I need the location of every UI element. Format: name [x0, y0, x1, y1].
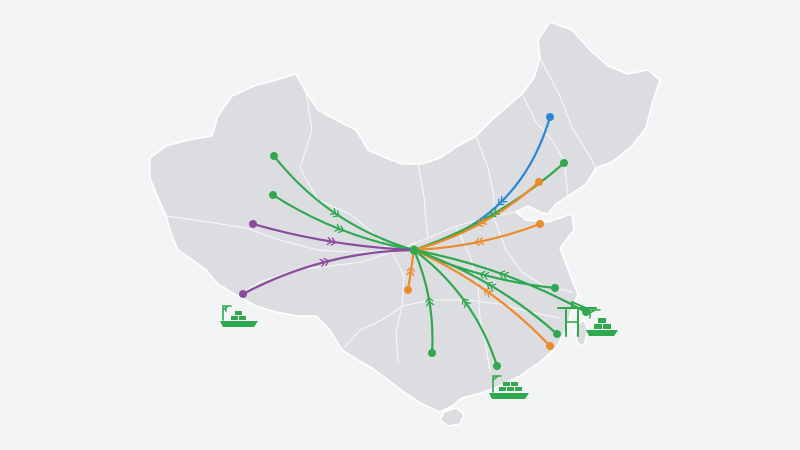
- container-stack-icon: [231, 311, 246, 320]
- china-mainland-shape: [149, 21, 661, 413]
- route-line-orange: [412, 222, 542, 252]
- container-stack-icon: [499, 382, 522, 391]
- direction-chevron-icon: [406, 266, 415, 277]
- hub-node: [409, 245, 419, 255]
- route-line-green: [272, 154, 416, 252]
- container-stack-icon: [589, 309, 611, 329]
- cargo-ship-icon: [489, 393, 529, 399]
- direction-chevron-icon: [486, 281, 497, 292]
- direction-chevron-icon: [326, 236, 337, 246]
- direction-chevron-icon: [497, 195, 508, 206]
- port-crane-icon: [222, 305, 232, 321]
- hainan-island-shape: [439, 407, 465, 427]
- origin-point-green: [553, 330, 561, 338]
- route-line-green: [412, 248, 588, 314]
- direction-chevron-icon: [425, 296, 435, 307]
- route-line-orange: [412, 248, 552, 348]
- origin-point-orange: [546, 342, 554, 350]
- direction-chevron-icon: [461, 298, 472, 309]
- origin-point-green: [560, 159, 568, 167]
- origin-point-green: [428, 349, 436, 357]
- route-line-purple: [251, 222, 416, 252]
- route-line-purple: [241, 248, 416, 296]
- direction-chevron-icon: [474, 236, 485, 246]
- direction-chevron-icon: [499, 270, 510, 280]
- origin-point-purple: [239, 290, 247, 298]
- taiwan-island-shape: [574, 319, 589, 347]
- route-line-green: [412, 248, 499, 368]
- direction-chevron-icon: [334, 223, 345, 234]
- direction-chevron-icon: [490, 207, 501, 218]
- origin-point-orange: [535, 178, 543, 186]
- province-borders: [165, 57, 597, 373]
- route-line-green: [271, 193, 416, 252]
- origin-point-green: [270, 152, 278, 160]
- origin-point-green: [493, 362, 501, 370]
- port-icon-south: [489, 375, 529, 399]
- origin-point-purple: [249, 220, 257, 228]
- origin-point-blue: [546, 113, 554, 121]
- origin-point-green: [269, 191, 277, 199]
- direction-chevron-icon: [477, 217, 488, 227]
- route-line-green: [412, 248, 434, 355]
- hub-point: [409, 245, 419, 255]
- origin-point-orange: [536, 220, 544, 228]
- route-line-green: [412, 248, 559, 336]
- port-icon-southwest: [220, 305, 258, 327]
- direction-chevron-icon: [479, 270, 490, 280]
- direction-chevron-icon: [319, 257, 330, 268]
- direction-chevron-icon: [329, 207, 340, 218]
- origin-point-orange: [404, 286, 412, 294]
- direction-chevron-icon: [483, 288, 494, 298]
- origin-point-green: [551, 284, 559, 292]
- route-line-green: [412, 161, 566, 252]
- cargo-ship-icon: [220, 321, 258, 327]
- country-land: [149, 21, 661, 427]
- port-icon-east: [557, 301, 618, 337]
- direction-markers: [319, 195, 510, 309]
- port-crane-icon: [492, 375, 502, 393]
- cargo-ship-icon: [586, 330, 618, 336]
- port-crane-icon: [557, 301, 597, 337]
- route-line-orange: [412, 180, 541, 252]
